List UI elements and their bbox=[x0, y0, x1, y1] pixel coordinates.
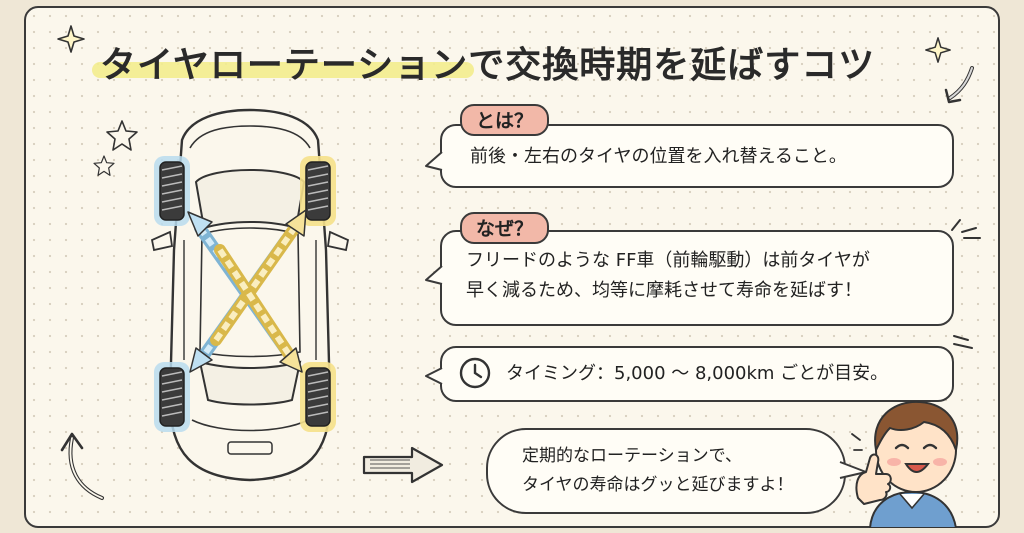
exclamation-lines-icon bbox=[951, 219, 981, 239]
rear-window bbox=[198, 360, 302, 406]
tire-front-right bbox=[300, 156, 336, 226]
curved-arrow-icon bbox=[944, 66, 974, 104]
reason-bubble: フリードのような FF車（前輪駆動）は前タイヤが 早く減るため、均等に摩耗させて… bbox=[440, 230, 954, 326]
page-title: タイヤローテーションで交換時期を延ばすコツ bbox=[100, 45, 876, 86]
bubble-tail bbox=[425, 151, 443, 171]
exclamation-lines-icon bbox=[953, 335, 973, 349]
reason-line-2: 早く減るため、均等に摩耗させて寿命を延ばす！ bbox=[466, 280, 862, 301]
mascot-character bbox=[851, 400, 959, 528]
star-icon bbox=[106, 120, 138, 151]
tire-front-left bbox=[154, 156, 190, 226]
bubble-tail bbox=[425, 367, 443, 385]
bubble-tail bbox=[425, 265, 443, 285]
curved-arrow-icon bbox=[60, 432, 104, 500]
reason-tag: なぜ？ bbox=[460, 212, 550, 244]
sparkle-icon bbox=[57, 25, 85, 53]
tire-rear-right bbox=[300, 362, 336, 432]
speech-line-2: タイヤの寿命はグッと延びますよ！ bbox=[522, 475, 794, 495]
sparkle-icon bbox=[925, 37, 951, 63]
clock-icon bbox=[459, 357, 491, 389]
speech-line-1: 定期的なローテーションで、 bbox=[522, 446, 742, 466]
right-arrow-icon bbox=[362, 446, 444, 484]
speech-bubble: 定期的なローテーションで、 タイヤの寿命はグッと延びますよ！ bbox=[486, 428, 846, 514]
car-rotation-diagram bbox=[150, 108, 350, 482]
definition-tag: とは？ bbox=[460, 104, 550, 136]
star-icon bbox=[93, 155, 115, 176]
timing-bubble: タイミング：5,000 〜 8,000km ごとが目安。 bbox=[440, 346, 954, 402]
tire-rear-left bbox=[154, 362, 190, 432]
yellow-rotation-arrow bbox=[210, 209, 307, 373]
title-highlight bbox=[92, 62, 474, 78]
timing-text: タイミング：5,000 〜 8,000km ごとが目安。 bbox=[506, 363, 889, 384]
definition-text: 前後・左右のタイヤの位置を入れ替えること。 bbox=[470, 146, 847, 167]
windshield bbox=[194, 169, 306, 230]
reason-line-1: フリードのような FF車（前輪駆動）は前タイヤが bbox=[466, 250, 870, 271]
